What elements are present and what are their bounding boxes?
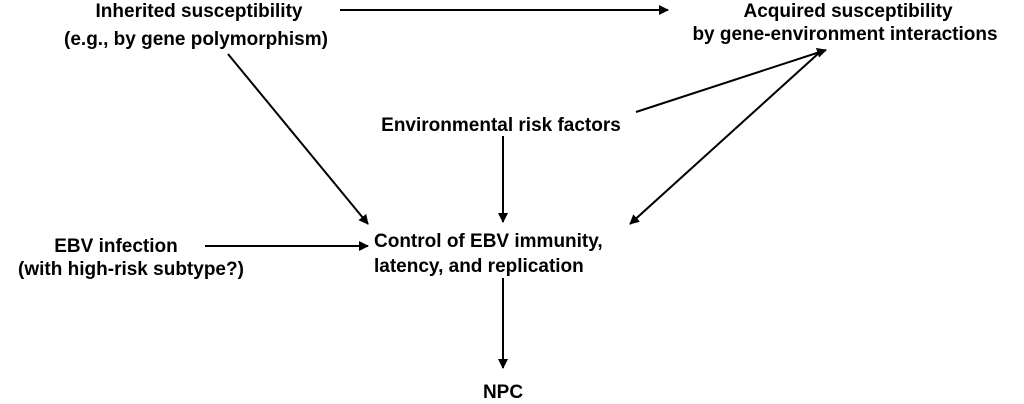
acquired-line-1: Acquired susceptibility <box>743 1 952 22</box>
environmental-line-1: Environmental risk factors <box>381 115 621 136</box>
node-acquired-susceptibility: Acquired susceptibility by gene-environm… <box>692 1 997 45</box>
node-inherited-susceptibility: Inherited susceptibility (e.g., by gene … <box>64 1 328 50</box>
node-ebv-infection: EBV infection (with high-risk subtype?) <box>18 236 244 280</box>
ebv-infection-line-1: EBV infection <box>54 236 178 257</box>
control-line-1: Control of EBV immunity, <box>374 231 603 252</box>
control-line-2: latency, and replication <box>374 256 584 277</box>
node-control-of-ebv: Control of EBV immunity, latency, and re… <box>374 231 603 277</box>
npc-label: NPC <box>483 382 523 403</box>
inherited-line-2: (e.g., by gene polymorphism) <box>64 29 328 50</box>
arrow-acquired-to-control <box>629 51 821 225</box>
node-environmental-risk-factors: Environmental risk factors <box>381 115 621 136</box>
arrow-environmental-to-acquired <box>635 48 827 113</box>
ebv-infection-line-2: (with high-risk subtype?) <box>18 259 244 280</box>
node-npc: NPC <box>483 382 523 403</box>
acquired-line-2: by gene-environment interactions <box>692 24 997 45</box>
inherited-line-1: Inherited susceptibility <box>96 1 303 22</box>
arrow-inherited-to-control <box>227 53 369 225</box>
